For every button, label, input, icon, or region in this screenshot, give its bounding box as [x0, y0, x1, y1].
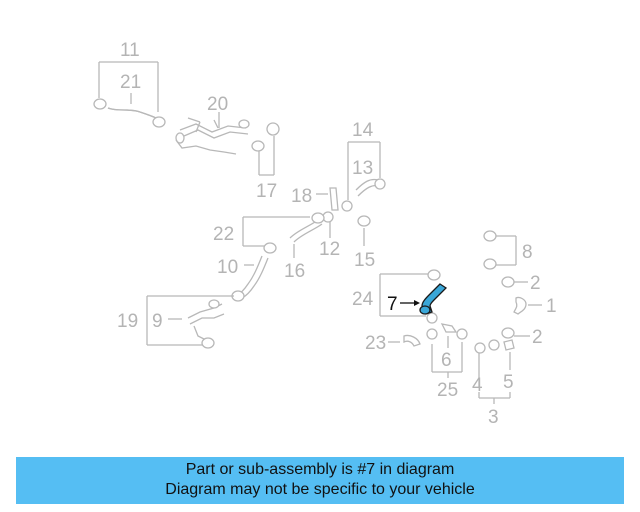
part-18 [316, 187, 339, 211]
part-group-17 [251, 122, 280, 176]
part-group-3-4-5 [474, 339, 515, 404]
callout-24: 24 [352, 289, 374, 310]
callout-5: 5 [503, 372, 514, 393]
callout-6: 6 [441, 350, 452, 371]
callout-20: 20 [207, 94, 228, 115]
part-group-11-21 [93, 61, 166, 128]
part-2-upper [501, 276, 528, 288]
banner-part-line: Part or sub-assembly is #7 in diagram [185, 461, 455, 478]
callout-16: 16 [284, 261, 305, 282]
callout-13: 13 [352, 158, 373, 179]
callout-21: 21 [120, 72, 141, 93]
callout-22: 22 [213, 224, 234, 245]
callout-15: 15 [354, 250, 375, 271]
callout-17: 17 [256, 181, 277, 202]
part-1 [513, 296, 542, 315]
callout-18: 18 [291, 186, 312, 207]
callout-10: 10 [217, 257, 238, 278]
callout-2-upper: 2 [530, 273, 541, 294]
exploded-parts-diagram: 11 21 20 17 14 13 18 12 15 22 16 10 19 9… [93, 40, 557, 428]
callout-19: 19 [117, 311, 138, 332]
callout-12: 12 [319, 239, 340, 260]
part-group-10-16-22 [231, 212, 325, 302]
callout-11: 11 [120, 40, 140, 61]
part-group-13-14 [341, 141, 386, 212]
callout-25: 25 [437, 380, 458, 401]
part-group-8 [483, 230, 517, 270]
callout-2-lower: 2 [532, 327, 543, 348]
info-banner: Part or sub-assembly is #7 in diagram Di… [16, 457, 624, 504]
part-group-9-19 [146, 295, 234, 349]
callout-14: 14 [352, 120, 374, 141]
part-12 [322, 211, 334, 238]
callout-9: 9 [152, 311, 163, 332]
banner-disclaimer-line: Diagram may not be specific to your vehi… [165, 481, 475, 498]
part-group-24-25 [379, 269, 468, 378]
part-2-lower [501, 327, 530, 339]
callout-7: 7 [387, 294, 398, 315]
callout-4: 4 [472, 375, 483, 396]
part-15 [357, 215, 371, 246]
callout-23: 23 [365, 333, 386, 354]
callout-1: 1 [546, 296, 557, 317]
part-7-highlighted-hose [400, 283, 448, 315]
part-20-pipe-assembly [175, 112, 250, 155]
callout-3: 3 [488, 407, 499, 428]
callout-8: 8 [522, 242, 533, 263]
